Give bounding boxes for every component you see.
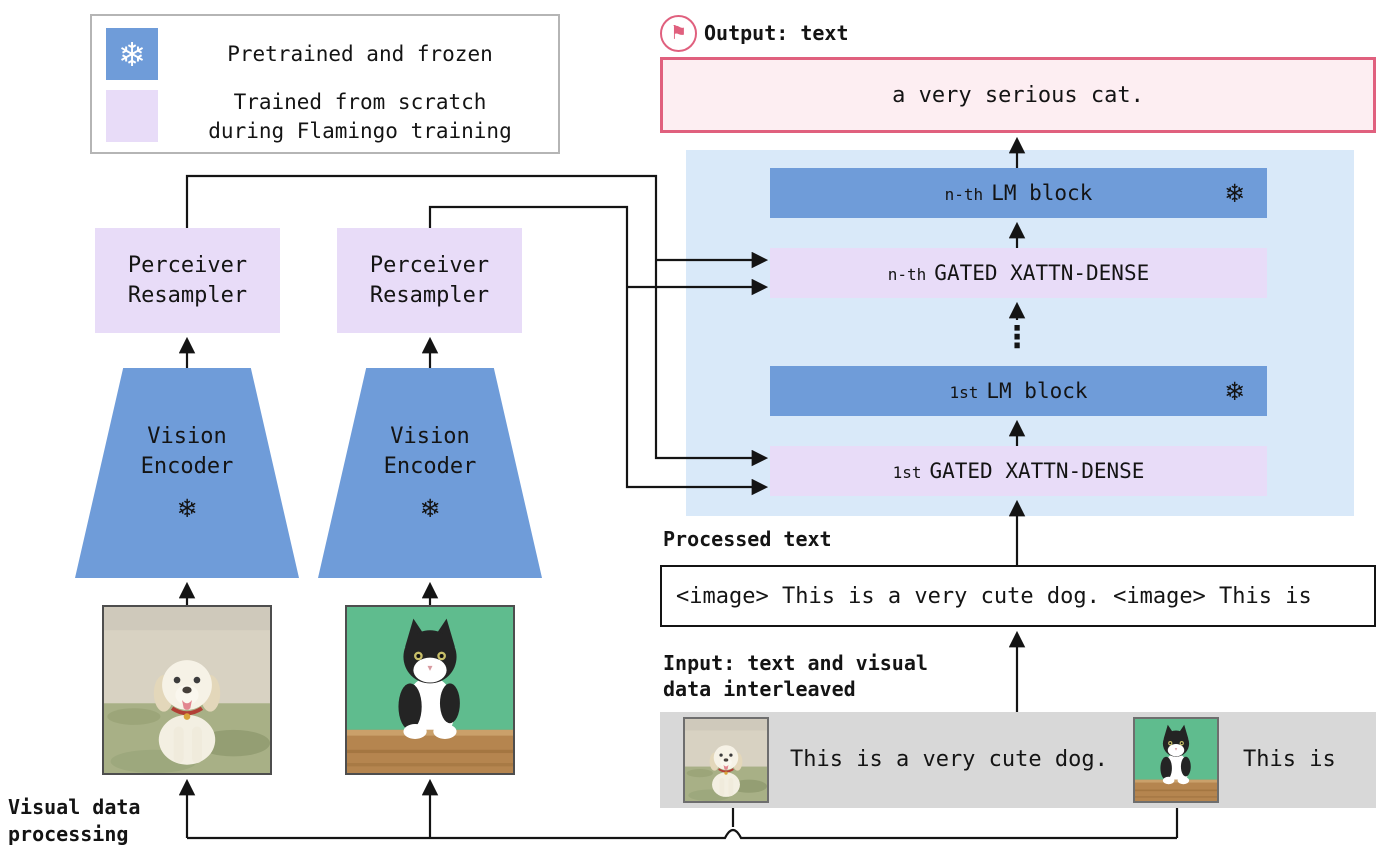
legend: ❄ Pretrained and frozen Trained from scr… [90,14,560,154]
flag-glyph: ⚑ [669,22,688,44]
perceiver-resampler-1: Perceiver Resampler [95,228,280,333]
vision-encoder-1: Vision Encoder ❄ [75,368,299,578]
ellipsis-dots: ⋮ [1002,320,1032,355]
output-text: a very serious cat. [892,82,1144,108]
vision-encoder-label: Vision Encoder [140,424,234,479]
processed-text-label: Processed text [663,527,832,551]
gated-xattn-dense-nth: n-th GATED XATTN-DENSE [770,248,1267,298]
cat-photo-small [1133,717,1219,803]
block-name: LM block [986,379,1088,403]
block-name: GATED XATTN-DENSE [929,459,1145,483]
dog-photo [102,605,272,775]
input-caption-cat: This is [1243,747,1336,772]
output-text-box: a very serious cat. [660,57,1376,133]
block-name: GATED XATTN-DENSE [934,261,1150,285]
vision-encoder-2: Vision Encoder ❄ [318,368,542,578]
input-interleaved-box [660,712,1376,808]
snowflake-icon: ❄ [1224,178,1245,208]
lm-block-1st: 1st LM block ❄ [770,366,1267,416]
visual-data-processing-label: Visual data processing [8,795,141,846]
cat-photo [345,605,515,775]
input-label: Input: text and visual data interleaved [663,651,928,701]
vision-encoder-label: Vision Encoder [383,424,477,479]
output-label: Output: text [704,21,849,45]
perceiver-resampler-2: Perceiver Resampler [337,228,522,333]
flag-icon: ⚑ [660,15,697,52]
legend-frozen-label: Pretrained and frozen [227,42,493,66]
gated-xattn-dense-1st: 1st GATED XATTN-DENSE [770,446,1267,496]
block-name: LM block [991,181,1093,205]
block-prefix: n-th [887,265,927,284]
snowflake-icon: ❄ [176,494,198,523]
block-prefix: n-th [944,185,984,204]
legend-trained-label: Trained from scratch during Flamingo tra… [208,90,512,143]
snowflake-icon: ❄ [419,494,441,523]
dog-photo-small [683,717,769,803]
input-caption-dog: This is a very cute dog. [790,747,1108,772]
lm-block-nth: n-th LM block ❄ [770,168,1267,218]
block-prefix: 1st [949,383,979,402]
block-prefix: 1st [892,463,922,482]
processed-text-content: <image> This is a very cute dog. <image>… [676,583,1312,609]
frozen-swatch: ❄ [106,28,158,80]
snowflake-icon: ❄ [1224,376,1245,406]
trained-swatch [106,90,158,142]
snowflake-icon: ❄ [118,34,146,74]
processed-text-box: <image> This is a very cute dog. <image>… [660,565,1376,627]
